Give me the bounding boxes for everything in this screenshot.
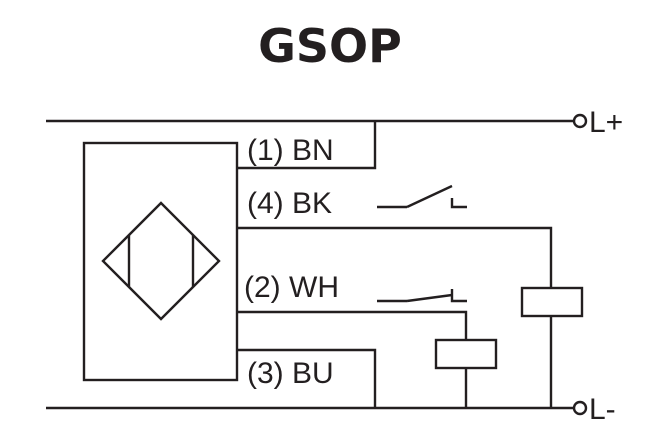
sensor-symbol-icon (101, 201, 221, 321)
bk-switch-blade (406, 184, 453, 209)
bk-switch-contact (450, 198, 467, 209)
wire-bn-label: (1) BN (247, 134, 334, 167)
negative-terminal (572, 400, 588, 416)
wire-wh (237, 310, 468, 340)
wire-bu-label: (3) BU (247, 357, 334, 390)
wh-switch-contact (450, 289, 467, 303)
sensor-body (82, 141, 239, 382)
wh-switch-blade (406, 293, 453, 303)
load-wh (434, 338, 498, 370)
positive-terminal (572, 113, 588, 129)
wire-bn (237, 121, 377, 170)
wire-bk-label: (4) BK (247, 187, 332, 220)
wire-bu (237, 348, 377, 408)
wire-bk (237, 226, 553, 288)
negative-terminal-label: L- (589, 393, 616, 426)
diagram-title: GSOP (258, 19, 402, 73)
load-bk (520, 286, 584, 318)
positive-terminal-label: L+ (589, 106, 623, 139)
wire-wh-label: (2) WH (244, 271, 339, 304)
